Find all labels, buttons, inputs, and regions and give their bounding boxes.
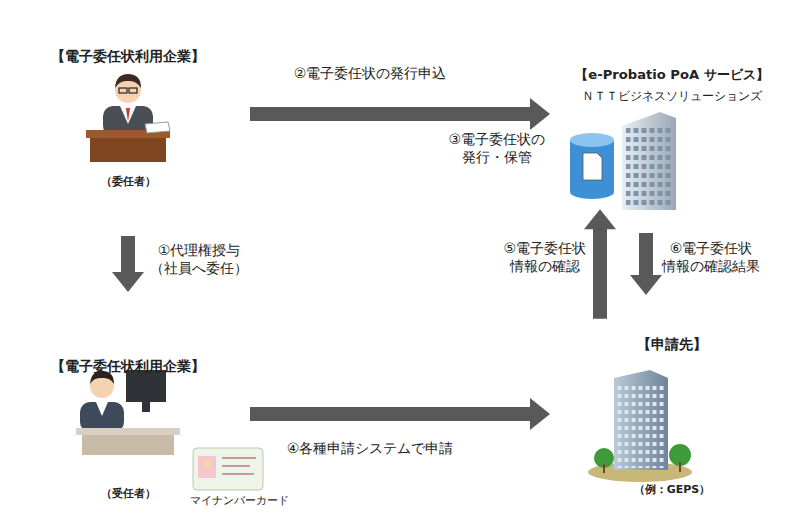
card-caption: マイナンバーカード <box>190 494 289 508</box>
edge-label: ④各種申請システムで申請 <box>287 440 454 458</box>
circle-node: 【電子委任状利用企業】 （委任者） <box>16 2 240 226</box>
node-title: 【電子委任状利用企業】 <box>16 48 240 66</box>
node-title: 【申請先】 <box>560 336 784 354</box>
circle-node: 【申請先】 （例：GEPS） <box>560 302 784 526</box>
block-arrow <box>250 98 550 130</box>
node-subtitle: （委任者） <box>16 174 240 189</box>
step-label: ③電子委任状の 発行・保管 <box>448 131 545 166</box>
circle-outline <box>16 2 240 226</box>
node-title: 【電子委任状利用企業】 <box>16 358 240 376</box>
circle-node: 【電子委任状利用企業】（受任者） <box>16 302 240 526</box>
block-arrow <box>112 236 144 292</box>
edge-label: ⑤電子委任状 情報の確認 <box>503 240 586 275</box>
edge-label: ①代理権授与 （社員へ委任） <box>150 242 248 277</box>
employee-figure <box>76 370 180 455</box>
id-card <box>193 448 263 490</box>
block-arrow <box>584 209 616 319</box>
edge-label: ②電子委任状の発行申込 <box>294 65 447 83</box>
office-building <box>588 370 692 482</box>
node-subtitle: （例：GEPS） <box>560 482 784 497</box>
node-subtitle: ＮＴＴビジネスソリューションズ <box>560 88 784 105</box>
block-arrow <box>630 233 662 295</box>
edge-label: ⑥電子委任状 情報の確認結果 <box>662 240 760 275</box>
node-title: 【e-Probatio PoA サービス】 <box>560 66 784 84</box>
circle-outline <box>560 2 784 226</box>
manager-figure <box>86 74 170 162</box>
block-arrow <box>250 398 550 430</box>
server-building <box>570 112 676 210</box>
circle-node: 【e-Probatio PoA サービス】 ＮＴＴビジネスソリューションズ <box>560 2 784 226</box>
